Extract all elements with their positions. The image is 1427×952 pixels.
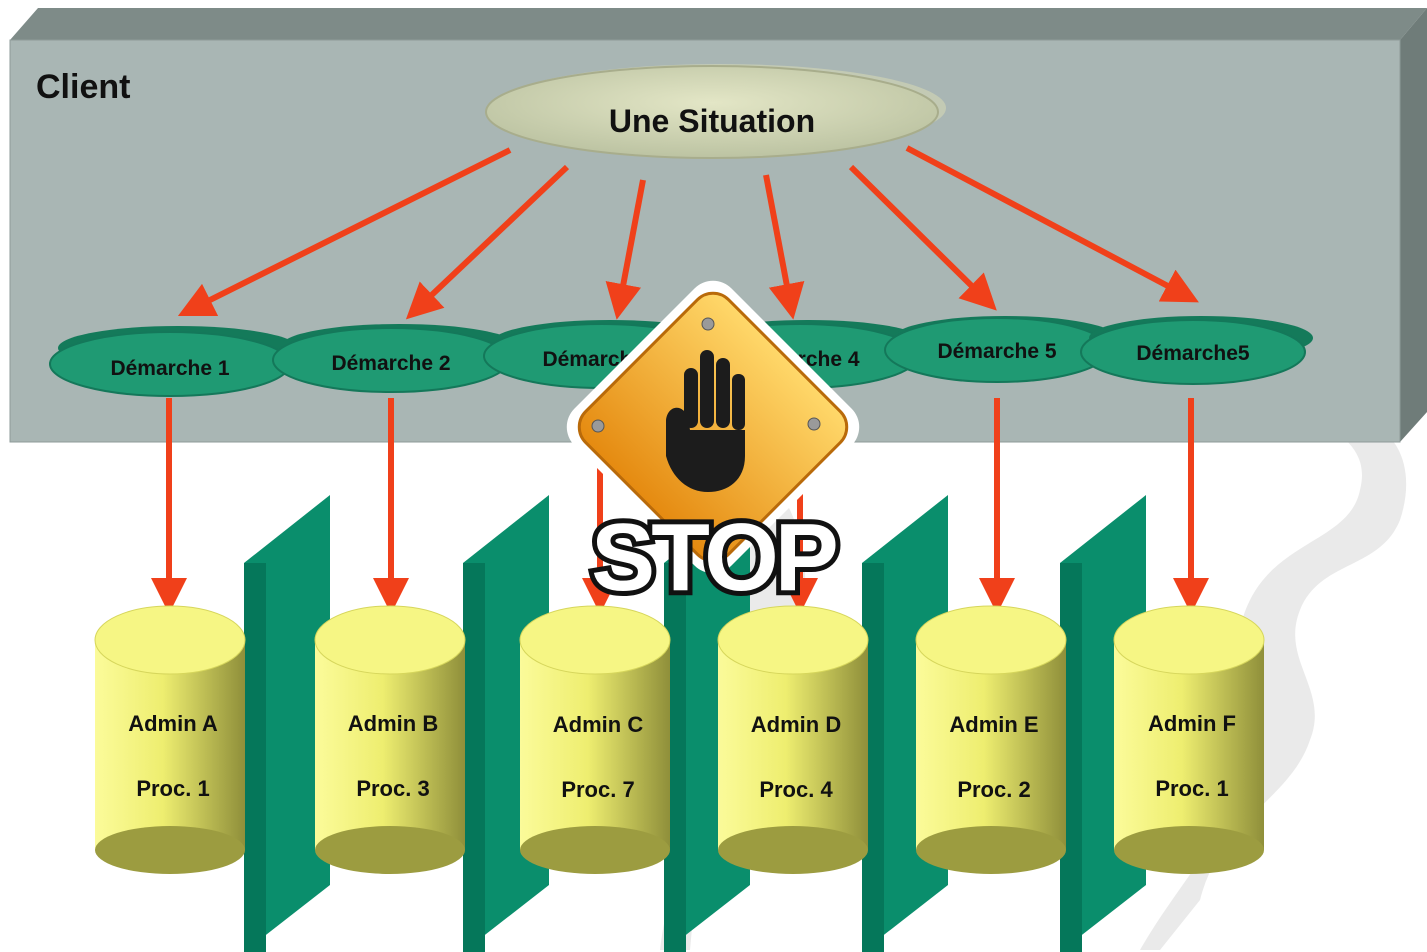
admin-b-cylinder: Admin B Proc. 3 — [314, 605, 466, 874]
situation-arrows — [177, 145, 1199, 320]
demarche-2: Démarche 2 — [272, 324, 517, 393]
admin-a-cylinder: Admin A Proc. 1 — [94, 605, 246, 874]
admin-proc: Proc. 1 — [1155, 776, 1228, 801]
hand-icon — [666, 350, 745, 492]
arrow-to-demarche-2 — [405, 164, 570, 320]
admin-name: Admin B — [348, 711, 438, 736]
admin-f-cylinder: Admin F Proc. 1 — [1113, 605, 1265, 874]
admin-proc: Proc. 3 — [356, 776, 429, 801]
demarche-5: Démarche 5 — [884, 316, 1117, 383]
admin-c-cylinder: Admin C Proc. 7 — [519, 605, 671, 874]
arrow-to-demarche-5 — [848, 164, 997, 311]
screw-icon — [807, 417, 821, 431]
arrow-to-demarche-3 — [605, 179, 646, 320]
admin-proc: Proc. 4 — [759, 777, 833, 802]
arrow-to-demarche-1 — [177, 147, 512, 317]
watermark — [660, 418, 1407, 950]
stop-label: STOP — [591, 504, 836, 611]
admin-name: Admin E — [949, 712, 1038, 737]
demarche-label: Démarche 1 — [110, 357, 229, 380]
screw-icon — [701, 317, 715, 331]
situation-label: Une Situation — [609, 103, 815, 139]
admin-d-cylinder: Admin D Proc. 4 — [717, 605, 869, 874]
demarche-label: Démarche5 — [1136, 342, 1250, 365]
wall-1 — [244, 495, 330, 952]
arrow-to-demarche-6 — [905, 145, 1199, 303]
admin-name: Admin F — [1148, 711, 1236, 736]
admin-name: Admin D — [751, 712, 841, 737]
demarche-6: Démarche5 — [1080, 316, 1313, 385]
admin-name: Admin A — [128, 711, 218, 736]
screw-icon — [591, 419, 605, 433]
admin-e-cylinder: Admin E Proc. 2 — [915, 605, 1067, 874]
client-label: Client — [36, 68, 130, 106]
admin-proc: Proc. 1 — [136, 776, 209, 801]
demarche-1: Démarche 1 — [49, 326, 298, 397]
admin-proc: Proc. 2 — [957, 777, 1030, 802]
stop-sign: STOP — [566, 280, 860, 616]
admin-proc: Proc. 7 — [561, 777, 634, 802]
demarche-label: Démarche 5 — [937, 340, 1056, 363]
admin-name: Admin C — [553, 712, 644, 737]
demarche-label: Démarche 2 — [331, 352, 450, 375]
arrow-to-demarche-4 — [763, 174, 805, 320]
situation-node: Une Situation — [485, 64, 946, 159]
